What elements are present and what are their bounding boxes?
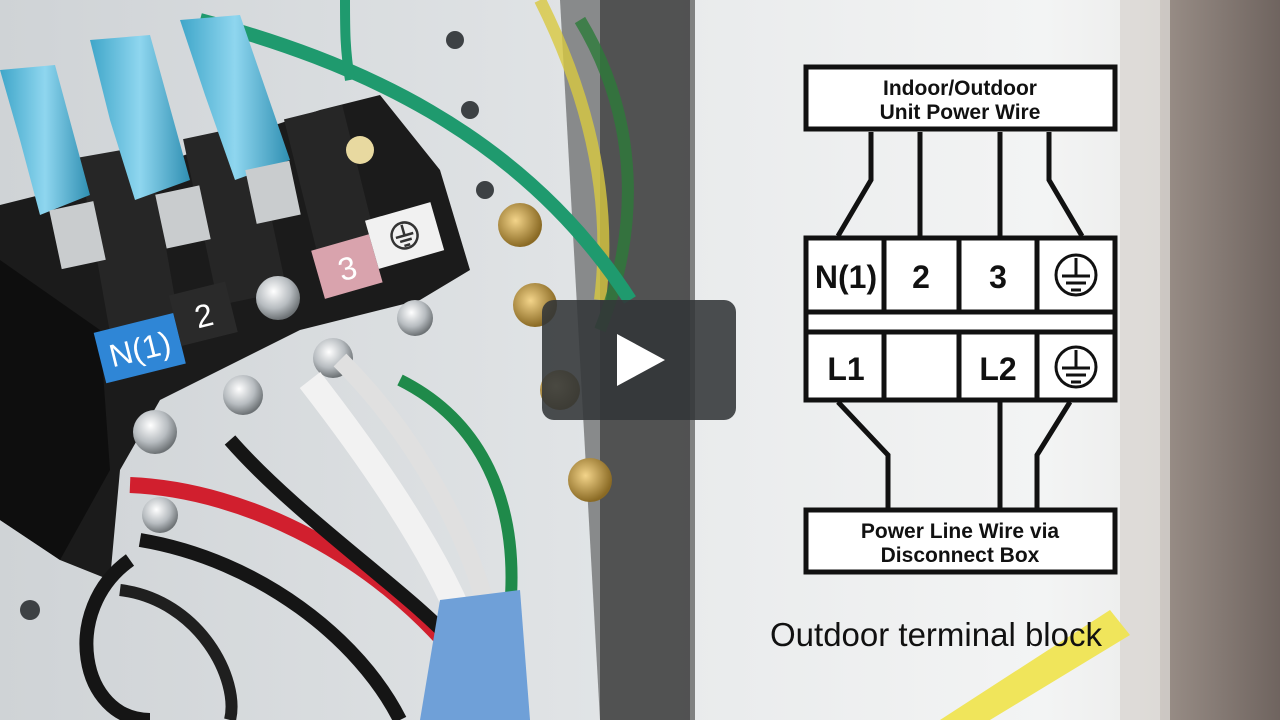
play-icon [617, 334, 665, 386]
photo-terminal-labels: N(1) 2 3 [93, 202, 445, 384]
wire-nut [420, 590, 530, 720]
green-wire [198, 13, 636, 304]
bottom-box-line2: Disconnect Box [881, 544, 1040, 567]
top-box-line2: Unit Power Wire [880, 101, 1041, 124]
blue-wire-connectors [0, 15, 301, 270]
yellow-sticker [940, 610, 1130, 720]
ground-icon [390, 221, 419, 250]
top-box-line1: Indoor/Outdoor [883, 77, 1037, 100]
diagram-label-l2: L2 [979, 351, 1016, 387]
ground-icon [1054, 345, 1098, 389]
top-box [803, 64, 1118, 132]
diagram-label-3: 3 [989, 259, 1007, 295]
bottom-box-line1: Power Line Wire via [861, 520, 1060, 543]
power-wires [79, 353, 530, 720]
play-button[interactable] [542, 300, 736, 420]
ground-icon [1054, 253, 1098, 297]
diagram-label-2: 2 [912, 259, 930, 295]
diagram-label-n1: N(1) [815, 259, 877, 295]
terminal-screws [133, 136, 433, 533]
wiring-diagram: Indoor/Outdoor Unit Power Wire N(1) 2 3 … [803, 64, 1118, 575]
wall-background [1160, 0, 1280, 720]
bottom-box [803, 507, 1118, 575]
diagram-label-l1: L1 [827, 351, 864, 387]
diagram-caption: Outdoor terminal block [770, 616, 1102, 653]
